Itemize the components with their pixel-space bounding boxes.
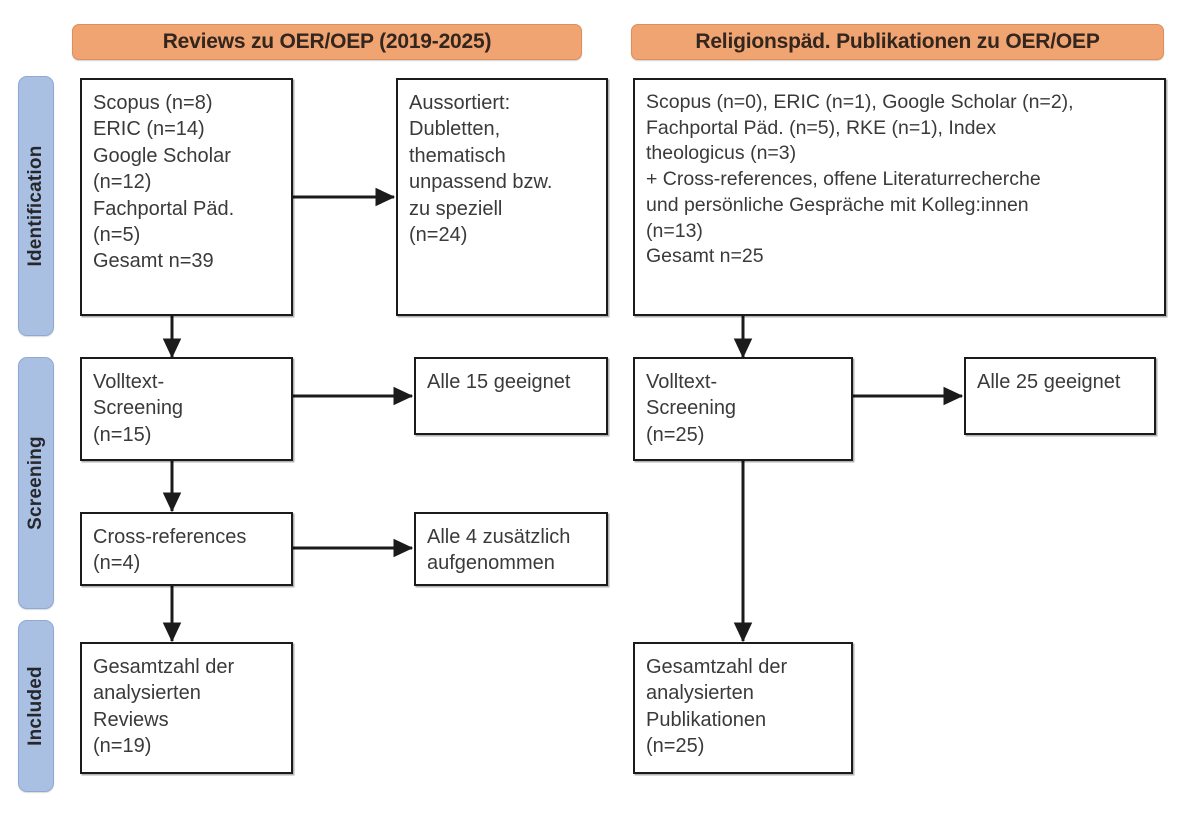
- column-header-right: Religionspäd. Publikationen zu OER/OEP: [631, 24, 1164, 60]
- node-right-identification-sources: Scopus (n=0), ERIC (n=1), Google Scholar…: [633, 78, 1166, 316]
- node-left-screening-result: Alle 15 geeignet: [414, 357, 608, 435]
- node-text-line: Reviews: [93, 708, 169, 731]
- node-left-fulltext-screening: Volltext- Screening (n=15): [80, 357, 293, 461]
- node-text-line: Gesamt n=25: [646, 245, 764, 268]
- node-left-crossrefs-result: Alle 4 zusätzlich aufgenommen: [414, 512, 608, 586]
- stage-label-screening: Screening: [25, 436, 46, 530]
- node-left-excluded: Aussortiert: Dubletten, thematisch unpassen…: [396, 78, 608, 316]
- node-right-fulltext-screening: Volltext- Screening (n=25): [633, 357, 853, 461]
- node-text-line: (n=13): [646, 219, 703, 242]
- node-text-line: Dubletten,: [409, 118, 501, 141]
- node-text-line: (n=15): [93, 423, 152, 446]
- node-text-line: (n=4): [93, 552, 141, 575]
- node-text-line: (n=24): [409, 223, 468, 246]
- node-text-line: Fachportal Päd. (n=5), RKE (n=1), Index: [646, 116, 997, 139]
- stage-bar-identification: Identification: [18, 76, 54, 336]
- node-left-identification-sources: Scopus (n=8) ERIC (n=14) Google Scholar (n=…: [80, 78, 293, 316]
- node-text-line: analysierten: [646, 682, 754, 705]
- node-text-line: ERIC (n=14): [93, 118, 205, 141]
- node-left-crossrefs: Cross-references (n=4): [80, 512, 293, 586]
- stage-bar-included: Included: [18, 620, 54, 792]
- column-header-left-label: Reviews zu OER/OEP (2019-2025): [162, 30, 492, 53]
- node-text-line: Volltext-: [93, 371, 165, 393]
- node-text-line: zu speziell: [409, 197, 503, 220]
- node-text-line: Gesamtzahl der: [93, 656, 235, 678]
- node-text-line: Aussortiert:: [409, 92, 511, 114]
- node-text-line: Alle 4 zusätzlich: [427, 526, 571, 548]
- node-text-line: analysierten: [93, 682, 201, 705]
- node-text-line: Publikationen: [646, 708, 767, 731]
- node-text-line: Cross-references: [93, 526, 247, 548]
- stage-label-identification: Identification: [25, 145, 46, 267]
- node-text-line: Screening: [93, 397, 184, 420]
- stage-label-included: Included: [25, 666, 46, 746]
- node-text-line: Screening: [646, 397, 737, 420]
- node-text-line: Alle 15 geeignet: [427, 371, 571, 393]
- node-text-line: aufgenommen: [427, 552, 555, 575]
- column-header-left: Reviews zu OER/OEP (2019-2025): [72, 24, 582, 60]
- column-header-right-label: Religionspäd. Publikationen zu OER/OEP: [695, 30, 1100, 53]
- node-right-screening-result: Alle 25 geeignet: [964, 357, 1156, 435]
- node-text-line: Fachportal Päd.: [93, 197, 235, 220]
- node-text-line: (n=19): [93, 735, 152, 758]
- node-text-line: Google Scholar: [93, 144, 231, 167]
- node-text-line: (n=5): [93, 223, 141, 246]
- node-text-line: (n=25): [646, 423, 705, 446]
- node-text-line: (n=25): [646, 735, 705, 758]
- node-text-line: theologicus (n=3): [646, 142, 797, 165]
- node-text-line: (n=12): [93, 171, 152, 194]
- node-text-line: unpassend bzw.: [409, 171, 553, 194]
- node-text-line: Scopus (n=0), ERIC (n=1), Google Scholar…: [646, 91, 1074, 113]
- node-text-line: + Cross-references, offene Literaturrech…: [646, 168, 1041, 191]
- stage-bar-screening: Screening: [18, 357, 54, 609]
- node-text-line: und persönliche Gespräche mit Kolleg:inn…: [646, 193, 1029, 216]
- node-text-line: thematisch: [409, 144, 506, 167]
- node-text-line: Scopus (n=8): [93, 92, 213, 114]
- node-text-line: Gesamt n=39: [93, 250, 214, 273]
- node-text-line: Gesamtzahl der: [646, 656, 788, 678]
- node-text-line: Alle 25 geeignet: [977, 371, 1121, 393]
- node-text-line: Volltext-: [646, 371, 718, 393]
